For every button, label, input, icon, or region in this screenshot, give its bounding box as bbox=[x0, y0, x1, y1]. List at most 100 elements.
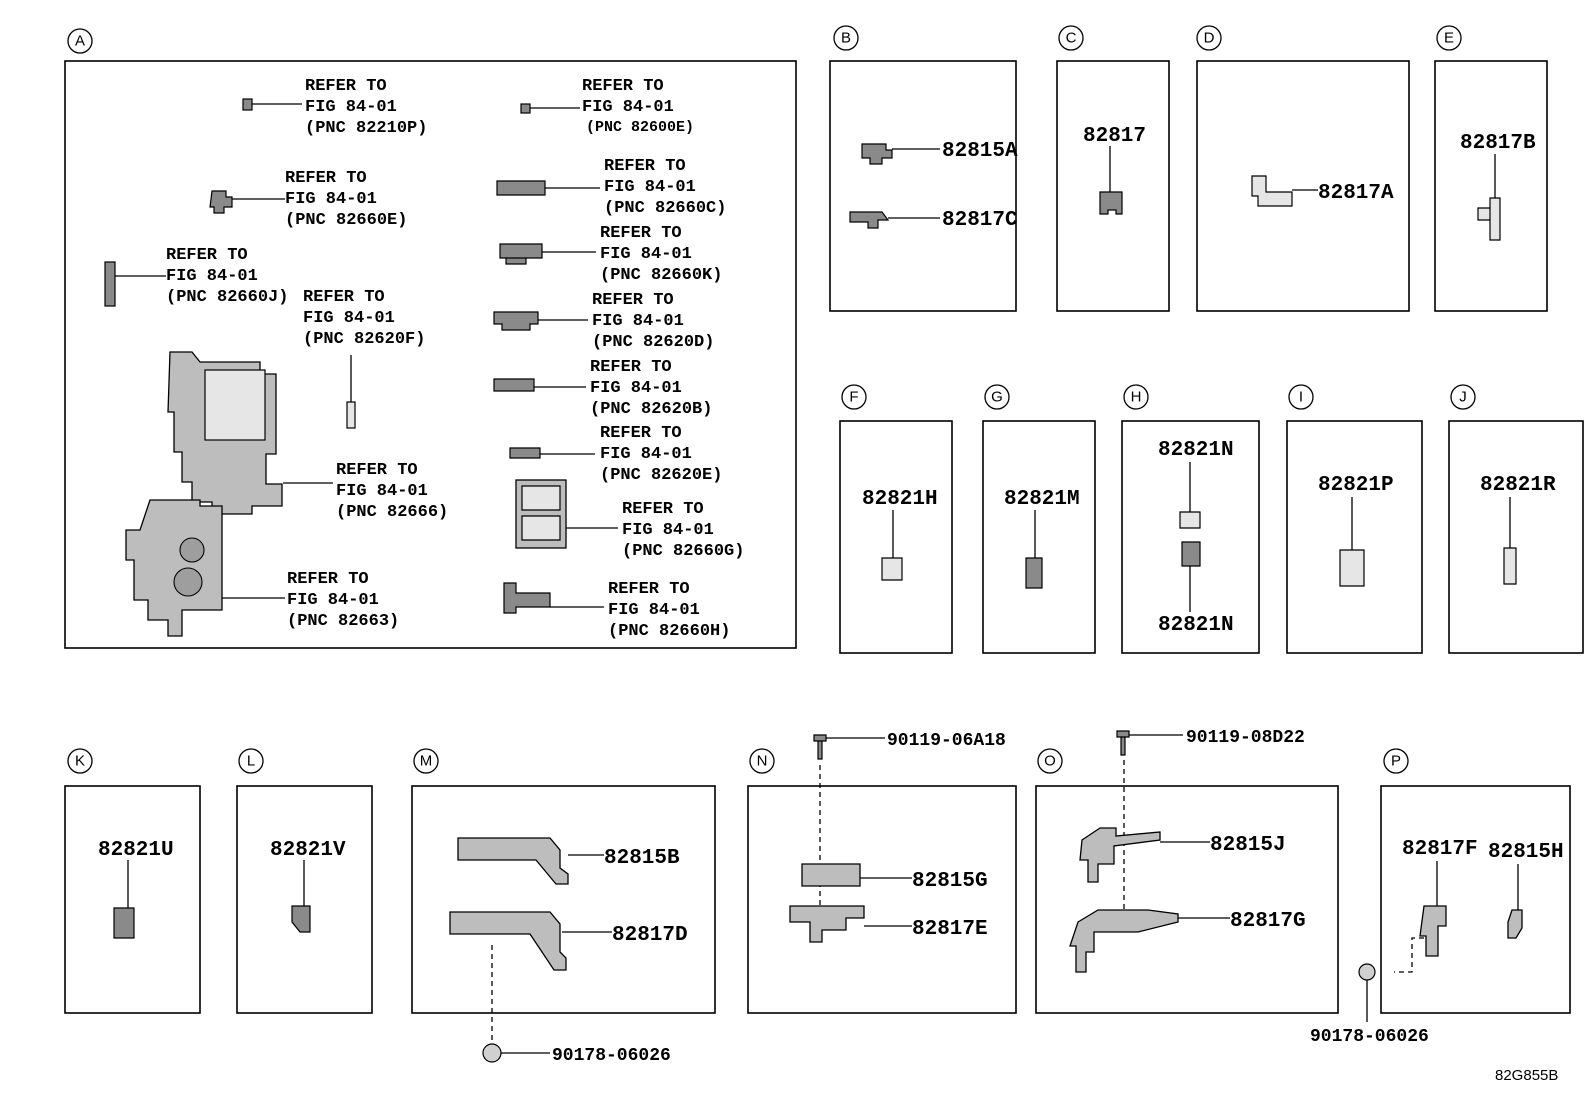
ref-82600e: REFER TO FIG 84-01 (PNC 82600E) bbox=[582, 77, 694, 136]
cover-icon bbox=[457, 837, 569, 885]
section-m-letter: M bbox=[420, 753, 433, 770]
svg-text:FIG 84-01: FIG 84-01 bbox=[600, 445, 692, 464]
svg-text:(PNC 82660J): (PNC 82660J) bbox=[166, 288, 288, 307]
svg-text:REFER TO: REFER TO bbox=[336, 461, 418, 480]
part-label-82817g: 82817G bbox=[1230, 910, 1306, 933]
ref-82660j: REFER TO FIG 84-01 (PNC 82660J) bbox=[166, 246, 288, 307]
part-label-82817e: 82817E bbox=[912, 918, 988, 941]
svg-text:(PNC 82660K): (PNC 82660K) bbox=[600, 266, 722, 285]
connector-icon bbox=[291, 905, 311, 933]
connector-icon bbox=[1179, 511, 1201, 529]
svg-text:FIG 84-01: FIG 84-01 bbox=[287, 591, 379, 610]
relay-block-detail bbox=[204, 369, 266, 441]
part-label-82821h: 82821H bbox=[862, 488, 938, 511]
junction-block-icon bbox=[125, 499, 223, 637]
part-label-82815b: 82815B bbox=[604, 847, 680, 870]
part-label-82821n-top: 82821N bbox=[1158, 439, 1234, 462]
section-g-frame bbox=[982, 420, 1096, 654]
section-i: I 82821P bbox=[1286, 384, 1423, 654]
section-o-frame bbox=[1035, 785, 1339, 1014]
clip-icon bbox=[1477, 197, 1501, 241]
part-label-82815j: 82815J bbox=[1210, 834, 1286, 857]
svg-text:REFER TO: REFER TO bbox=[590, 358, 672, 377]
ref-82620f: REFER TO FIG 84-01 (PNC 82620F) bbox=[303, 288, 425, 349]
section-p-frame bbox=[1380, 785, 1571, 1014]
svg-text:REFER TO: REFER TO bbox=[592, 291, 674, 310]
svg-text:REFER TO: REFER TO bbox=[305, 77, 387, 96]
terminal-icon bbox=[1503, 547, 1517, 585]
ref-82620b: REFER TO FIG 84-01 (PNC 82620B) bbox=[590, 358, 712, 419]
terminal-icon bbox=[1339, 549, 1365, 587]
section-e: E 82817B bbox=[1434, 25, 1548, 312]
svg-text:REFER TO: REFER TO bbox=[604, 157, 686, 176]
section-l-letter: L bbox=[247, 753, 255, 770]
section-p: P 82817F 82815H 90178-06026 bbox=[1310, 748, 1571, 1047]
svg-text:FIG 84-01: FIG 84-01 bbox=[604, 178, 696, 197]
ref-82620d: REFER TO FIG 84-01 (PNC 82620D) bbox=[592, 291, 714, 352]
svg-text:REFER TO: REFER TO bbox=[166, 246, 248, 265]
svg-text:(PNC 82660G): (PNC 82660G) bbox=[622, 542, 744, 561]
connector-icon bbox=[509, 447, 541, 459]
connector-icon bbox=[209, 190, 233, 214]
svg-text:(PNC 82620F): (PNC 82620F) bbox=[303, 330, 425, 349]
section-m-frame bbox=[411, 785, 716, 1014]
svg-text:REFER TO: REFER TO bbox=[600, 224, 682, 243]
section-c: C 82817 bbox=[1056, 25, 1170, 312]
svg-text:(PNC 82660C): (PNC 82660C) bbox=[604, 199, 726, 218]
section-c-frame bbox=[1056, 60, 1170, 312]
svg-text:REFER TO: REFER TO bbox=[622, 500, 704, 519]
part-label-82817b: 82817B bbox=[1460, 132, 1536, 155]
svg-text:FIG 84-01: FIG 84-01 bbox=[608, 601, 700, 620]
section-n-frame bbox=[747, 785, 1017, 1014]
section-l-frame bbox=[236, 785, 373, 1014]
section-b-frame bbox=[829, 60, 1017, 312]
part-label-82821p: 82821P bbox=[1318, 474, 1394, 497]
part-label-82815a: 82815A bbox=[942, 140, 1018, 163]
connector-icon bbox=[496, 180, 546, 196]
section-a-letter: A bbox=[75, 33, 85, 50]
part-label-82815g: 82815G bbox=[912, 870, 988, 893]
section-d-frame bbox=[1196, 60, 1410, 312]
section-k: K 82821U bbox=[64, 748, 201, 1014]
svg-text:(PNC 82600E): (PNC 82600E) bbox=[586, 119, 694, 136]
connector-icon bbox=[861, 143, 893, 165]
section-n: N 90119-06A18 82815G 82817E bbox=[747, 731, 1017, 1014]
svg-text:REFER TO: REFER TO bbox=[600, 424, 682, 443]
svg-text:REFER TO: REFER TO bbox=[608, 580, 690, 599]
section-k-frame bbox=[64, 785, 201, 1014]
section-a-frame bbox=[64, 60, 797, 649]
bracket-icon bbox=[789, 905, 865, 943]
section-h: H 82821N 82821N bbox=[1121, 384, 1260, 654]
bolt-icon bbox=[1116, 730, 1130, 756]
section-b-letter: B bbox=[841, 30, 851, 47]
section-d: D 82817A bbox=[1196, 25, 1410, 312]
svg-text:(PNC 82660E): (PNC 82660E) bbox=[285, 211, 407, 230]
section-i-letter: I bbox=[1299, 389, 1303, 406]
part-label-82821u: 82821U bbox=[98, 839, 174, 862]
section-l: L 82821V bbox=[236, 748, 373, 1014]
section-m: M 82815B 82817D 90178-06026 bbox=[411, 748, 716, 1066]
connector-icon bbox=[493, 311, 539, 331]
diagram-code: 82G855B bbox=[1495, 1067, 1558, 1084]
bracket-icon bbox=[1419, 905, 1447, 957]
connector-icon bbox=[493, 378, 535, 392]
connector-icon bbox=[242, 98, 253, 111]
svg-text:REFER TO: REFER TO bbox=[303, 288, 385, 307]
svg-text:FIG 84-01: FIG 84-01 bbox=[582, 98, 674, 117]
ref-82666: REFER TO FIG 84-01 (PNC 82666) bbox=[336, 461, 448, 522]
svg-text:REFER TO: REFER TO bbox=[582, 77, 664, 96]
section-g: G 82821M bbox=[982, 384, 1096, 654]
part-label-82817f: 82817F bbox=[1402, 838, 1478, 861]
part-label-82815h: 82815H bbox=[1488, 841, 1564, 864]
svg-text:(PNC 82620E): (PNC 82620E) bbox=[600, 466, 722, 485]
ref-82660g: REFER TO FIG 84-01 (PNC 82660G) bbox=[622, 500, 744, 561]
svg-text:(PNC 82663): (PNC 82663) bbox=[287, 612, 399, 631]
connector-icon bbox=[499, 243, 543, 265]
bolt-icon bbox=[813, 734, 827, 760]
section-k-letter: K bbox=[75, 753, 85, 770]
ref-82210p: REFER TO FIG 84-01 (PNC 82210P) bbox=[305, 77, 427, 138]
section-f-frame bbox=[839, 420, 953, 654]
ref-82660c: REFER TO FIG 84-01 (PNC 82660C) bbox=[604, 157, 726, 218]
part-label-82817d: 82817D bbox=[612, 924, 688, 947]
